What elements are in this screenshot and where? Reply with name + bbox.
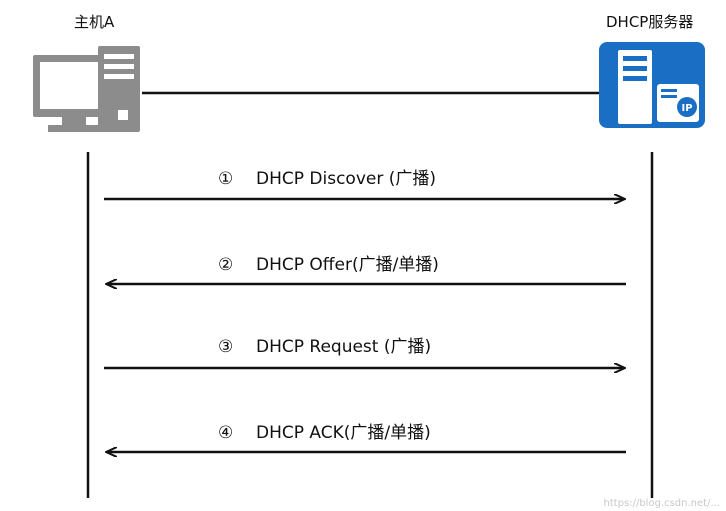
host-label: 主机A: [74, 13, 115, 31]
message-ack: ④ DHCP ACK(广播/单播): [218, 422, 431, 444]
message-number: ④: [218, 423, 234, 443]
desktop-computer-icon: [33, 46, 140, 132]
message-number: ③: [218, 337, 234, 357]
ip-badge-text: IP: [681, 103, 692, 114]
message-number: ②: [218, 255, 234, 275]
message-text: DHCP Offer(广播/单播): [256, 255, 439, 275]
message-discover: ① DHCP Discover (广播): [218, 168, 436, 190]
message-text: DHCP ACK(广播/单播): [256, 423, 431, 443]
message-offer: ② DHCP Offer(广播/单播): [218, 254, 439, 276]
server-label: DHCP服务器: [606, 13, 694, 31]
message-number: ①: [218, 169, 234, 189]
message-request: ③ DHCP Request (广播): [218, 336, 431, 358]
message-text: DHCP Discover (广播): [256, 169, 436, 189]
message-text: DHCP Request (广播): [256, 337, 432, 357]
watermark: https://blog.csdn.net/...: [603, 498, 720, 509]
ip-server-icon: IP: [599, 42, 705, 128]
